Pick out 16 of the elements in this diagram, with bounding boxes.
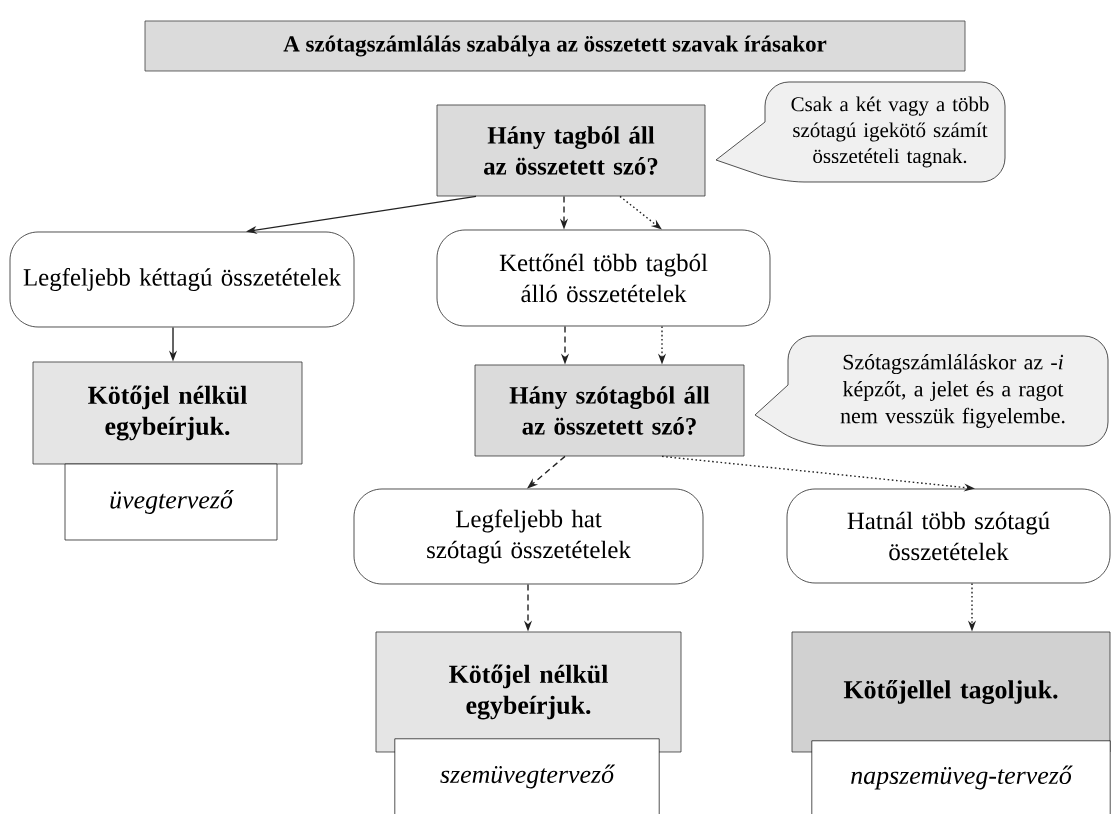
result-box: Kötőjel nélkül egybeírjuk. — [32, 361, 303, 465]
question-box: Hány tagból áll az összetett szó? — [436, 104, 706, 197]
title-box: A szótagszámlálás szabálya az összetett szavak írásakor — [144, 20, 966, 72]
callout-bubble: Csak a két vagy a több szótagú igekötő számít összetételi tagnak. — [715, 81, 1006, 183]
category-box: Hatnál több szótagú összetételek — [786, 488, 1111, 584]
example-box: szemüvegtervező — [394, 738, 660, 814]
example-box: napszemüveg-tervező — [811, 740, 1111, 814]
category-box: Kettőnél több tagból álló összetételek — [436, 229, 771, 327]
result-box: Kötőjellel tagoljuk. — [791, 631, 1111, 753]
result-box: Kötőjel nélkül egybeírjuk. — [375, 631, 682, 753]
category-box: Legfeljebb hat szótagú összetételek — [353, 488, 704, 585]
callout-bubble: Szótagszámláláskor az -i képzőt, a jelet és a ragot nem vesszük figyelembe. — [754, 335, 1109, 447]
category-box: Legfeljebb kéttagú összetételek — [9, 231, 355, 328]
example-box: üvegtervező — [64, 463, 278, 541]
arrow — [619, 195, 662, 230]
question-box: Hány szótagból áll az összetett szó? — [474, 364, 745, 457]
